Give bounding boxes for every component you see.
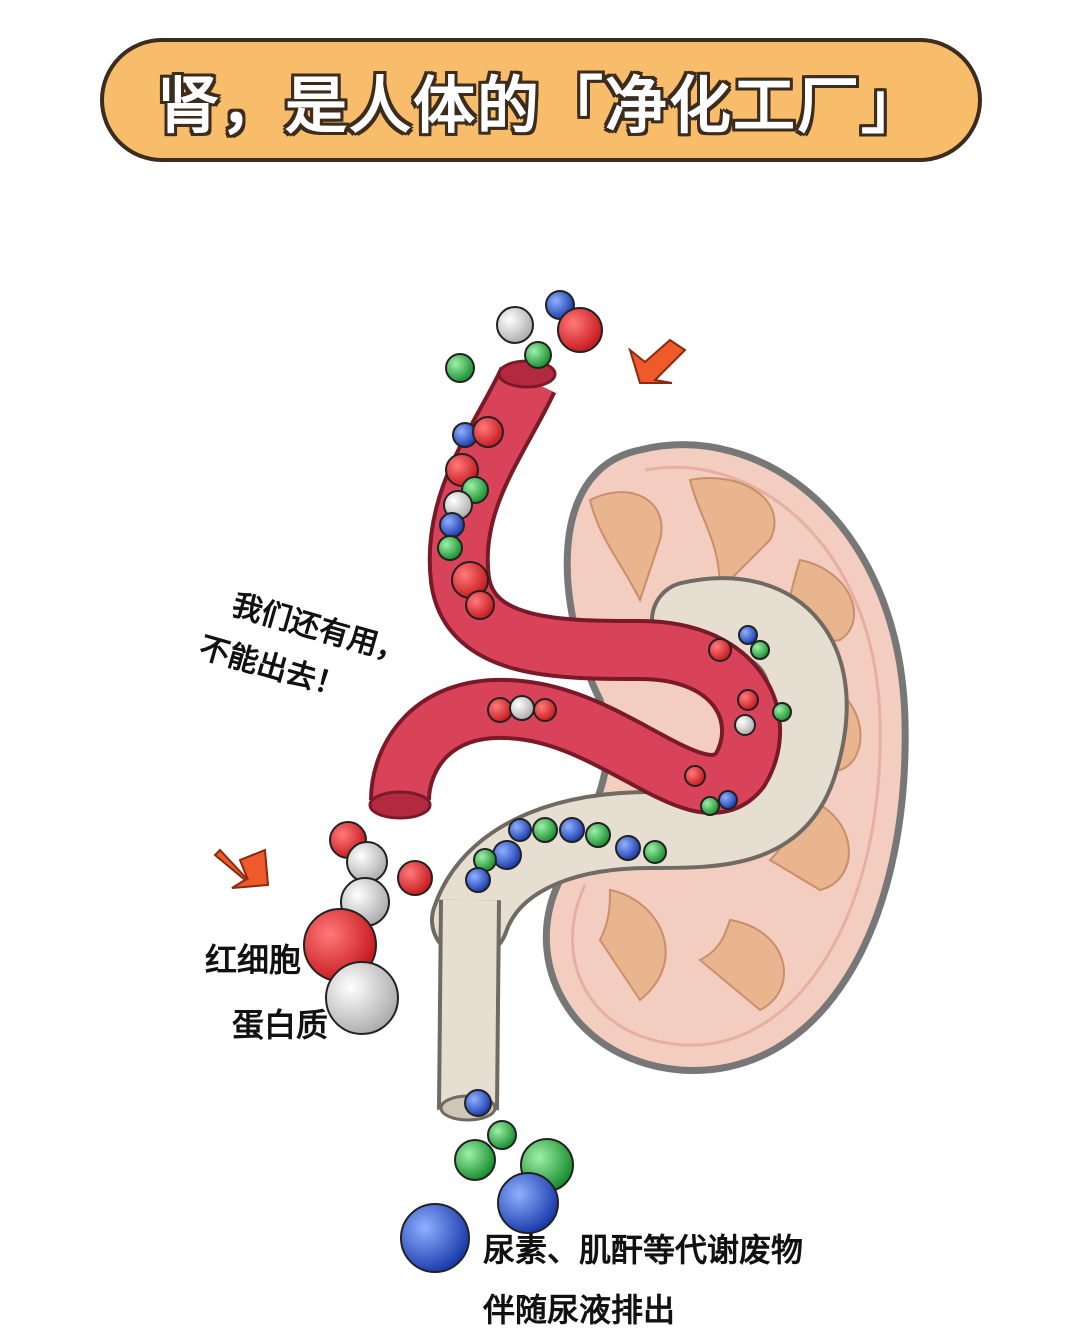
arrow-in-icon [628,338,687,384]
kidney-inner-outline [570,465,882,1047]
vessel-outlet [368,790,432,820]
label-protein: 蛋白质 [232,1006,329,1044]
page-title: 肾，是人体的「净化工厂」 [156,69,925,142]
label-red-blood-cell: 红细胞 [205,941,302,979]
renal-pelvis-fill [434,580,845,956]
arrow-out-icon [213,848,270,889]
label-excreted: 伴随尿液排出 [483,1291,676,1329]
ureter-fill [441,899,497,1109]
label-waste: 尿素、肌酐等代谢废物 [483,1231,804,1269]
title-banner: 肾，是人体的「净化工厂」 [100,38,982,162]
particles [303,290,792,1273]
